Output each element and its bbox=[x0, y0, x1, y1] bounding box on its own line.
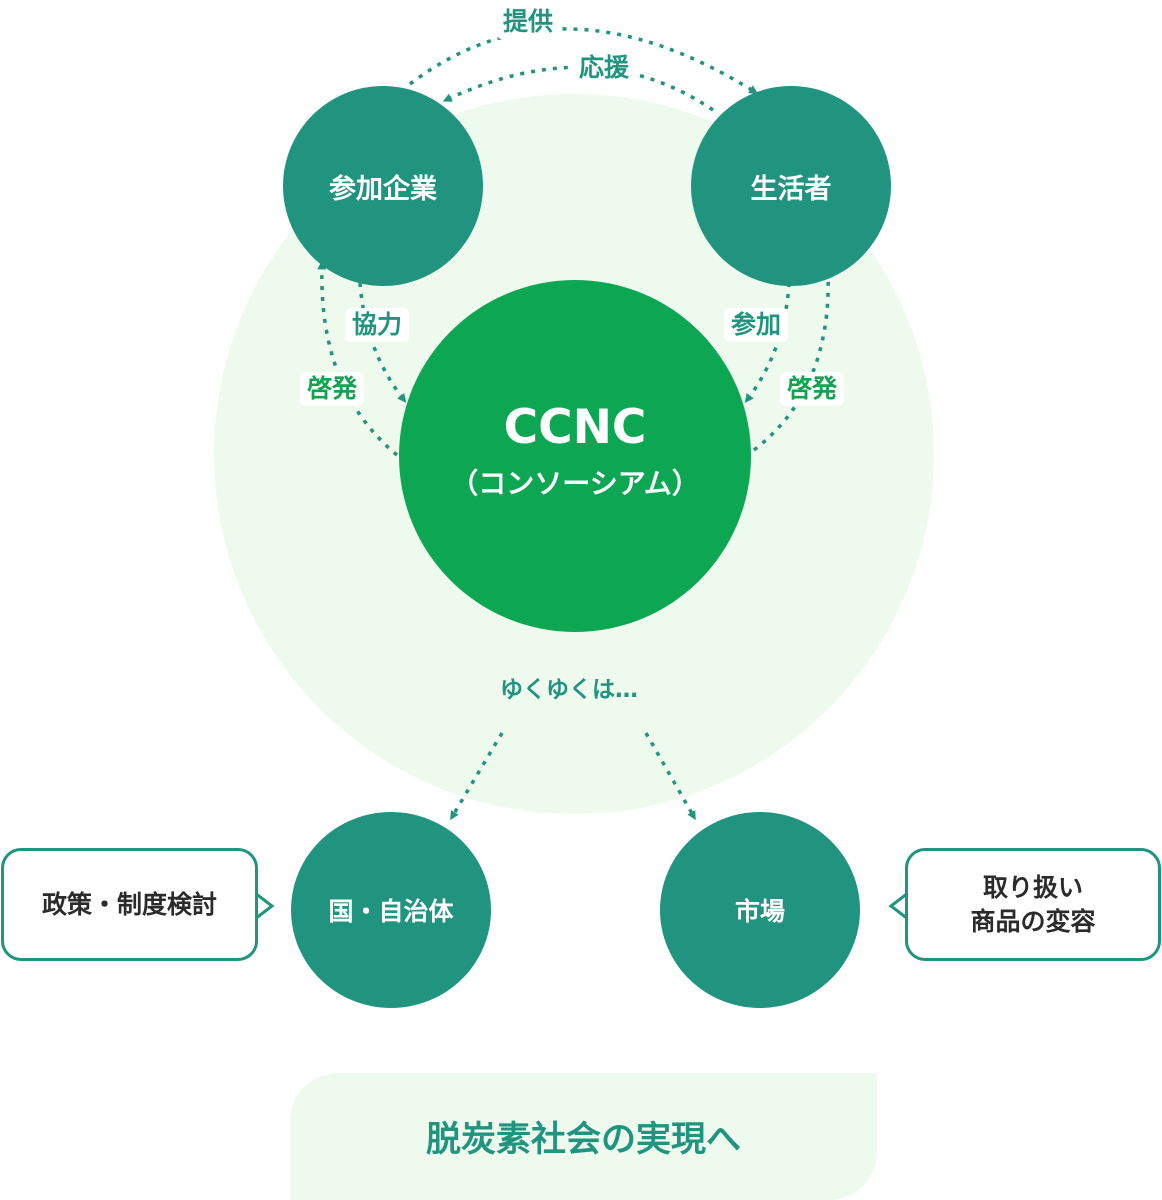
node-companies-label: 参加企業 bbox=[329, 173, 437, 205]
label-provide: 提供 bbox=[496, 5, 561, 39]
arrow-cooperate bbox=[358, 282, 407, 403]
arrow-to-market bbox=[644, 732, 696, 821]
node-ccnc: CCNC （コンソーシアム） bbox=[399, 280, 751, 632]
bubble-products: 取り扱い 商品の変容 bbox=[905, 848, 1161, 961]
ccnc-title: CCNC bbox=[503, 400, 647, 455]
label-enlighten-right: 啓発 bbox=[780, 372, 845, 406]
label-participate: 参加 bbox=[724, 308, 789, 342]
node-market: 市場 bbox=[660, 812, 860, 1008]
bubble-policy: 政策・制度検討 bbox=[1, 848, 258, 961]
bubble-tail-policy bbox=[254, 891, 275, 921]
node-government: 国・自治体 bbox=[291, 812, 491, 1008]
arrow-provide bbox=[408, 27, 759, 94]
bubble-products-line2: 商品の変容 bbox=[970, 906, 1096, 936]
arrow-participate bbox=[744, 282, 791, 403]
bubble-products-line1: 取り扱い bbox=[982, 872, 1083, 902]
bubble-tail-products bbox=[888, 891, 909, 921]
node-consumers-label: 生活者 bbox=[750, 173, 832, 205]
goal-banner: 脱炭素社会の実現へ bbox=[290, 1073, 877, 1200]
bubble-policy-text: 政策・制度検討 bbox=[41, 889, 217, 919]
arrow-enlighten-right bbox=[752, 268, 833, 452]
node-market-label: 市場 bbox=[734, 897, 785, 926]
label-cooperate: 協力 bbox=[345, 308, 410, 342]
goal-text: 脱炭素社会の実現へ bbox=[425, 1120, 741, 1160]
node-government-label: 国・自治体 bbox=[328, 897, 454, 926]
label-enlighten-left: 啓発 bbox=[300, 372, 365, 406]
label-eventually: ゆくゆくは… bbox=[500, 677, 638, 703]
node-companies: 参加企業 bbox=[283, 86, 483, 286]
node-consumers: 生活者 bbox=[691, 86, 891, 286]
ccnc-subtitle: （コンソーシアム） bbox=[450, 467, 700, 500]
label-support: 応援 bbox=[572, 51, 637, 85]
